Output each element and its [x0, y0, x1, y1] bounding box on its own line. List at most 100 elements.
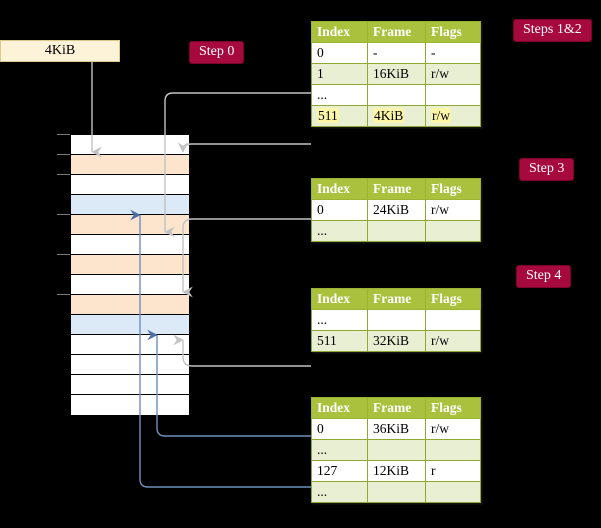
table-header-row: Index Frame Flags: [311, 178, 481, 200]
memory-frame-row: [71, 215, 189, 235]
memory-frame-row: [71, 395, 189, 415]
column-header-index: Index: [311, 397, 368, 419]
cell-index: 127: [311, 460, 368, 482]
memory-tick-mark: [57, 254, 70, 255]
column-header-flags: Flags: [425, 21, 481, 43]
column-header-index: Index: [311, 288, 368, 310]
memory-frame-row: [71, 255, 189, 275]
table-row: ...: [311, 220, 481, 242]
memory-frame-row: [71, 295, 189, 315]
cell-frame: 36KiB: [367, 418, 426, 440]
badge-steps-1-2: Steps 1&2: [513, 19, 592, 42]
memory-frame-row: [71, 335, 189, 355]
cell-flags: [425, 220, 481, 242]
wire-level4-511-to-frame: [182, 143, 311, 158]
cell-frame: [367, 481, 426, 503]
cell-index: 511: [311, 330, 368, 352]
highlighted-value: 511: [317, 108, 339, 123]
physical-memory-column: [70, 134, 190, 415]
cell-flags: r/w: [425, 199, 481, 221]
cell-index: ...: [311, 309, 368, 331]
table-row: 0--: [311, 42, 481, 64]
column-header-flags: Flags: [425, 397, 481, 419]
memory-size-text: 4KiB: [44, 43, 76, 58]
memory-frame-row: [71, 155, 189, 175]
memory-frame-row: [71, 235, 189, 255]
cell-index: ...: [311, 439, 368, 461]
column-header-frame: Frame: [367, 21, 426, 43]
column-header-frame: Frame: [367, 178, 426, 200]
cell-index: 0: [311, 42, 368, 64]
cell-index: ...: [311, 84, 368, 106]
cell-flags: -: [425, 42, 481, 64]
table-header-row: Index Frame Flags: [311, 288, 481, 310]
cell-frame: -: [367, 42, 426, 64]
table-row: ...: [311, 84, 481, 106]
cell-frame: 12KiB: [367, 460, 426, 482]
column-header-frame: Frame: [367, 288, 426, 310]
wire-level2-to-frame: [173, 334, 311, 367]
memory-frame-row: [71, 195, 189, 215]
cell-index: 511: [311, 105, 368, 127]
cell-flags: [425, 481, 481, 503]
cell-frame: 16KiB: [367, 63, 426, 85]
memory-frame-row: [71, 135, 189, 155]
cell-frame: [367, 439, 426, 461]
cell-frame: [367, 84, 426, 106]
cell-frame: 4KiB: [367, 105, 426, 127]
cell-index: ...: [311, 481, 368, 503]
cell-index: ...: [311, 220, 368, 242]
wire-level3-to-frame: [182, 218, 311, 298]
cell-flags: r/w: [425, 330, 481, 352]
memory-tick-mark: [57, 294, 70, 295]
column-header-flags: Flags: [425, 178, 481, 200]
cell-flags: r/w: [425, 105, 481, 127]
column-header-frame: Frame: [367, 397, 426, 419]
cell-frame: [367, 220, 426, 242]
cell-flags: r: [425, 460, 481, 482]
highlighted-value: 4KiB: [373, 108, 405, 123]
cell-index: 1: [311, 63, 368, 85]
cell-index: 0: [311, 199, 368, 221]
badge-step-3: Step 3: [519, 158, 575, 181]
column-header-flags: Flags: [425, 288, 481, 310]
badge-step-4: Step 4: [516, 265, 572, 288]
cell-flags: [425, 439, 481, 461]
badge-step-0: Step 0: [189, 41, 245, 64]
memory-tick-mark: [57, 154, 70, 155]
cell-index: 0: [311, 418, 368, 440]
cell-flags: [425, 309, 481, 331]
cell-flags: r/w: [425, 418, 481, 440]
memory-frame-row: [71, 355, 189, 375]
cell-flags: r/w: [425, 63, 481, 85]
table-row: 511 4KiB r/w: [311, 105, 481, 127]
table-row: ...: [311, 439, 481, 461]
column-header-index: Index: [311, 178, 368, 200]
highlighted-value: r/w: [431, 108, 451, 123]
memory-frame-row: [71, 375, 189, 395]
cell-frame: [367, 309, 426, 331]
memory-frame-row: [71, 275, 189, 295]
memory-tick-mark: [57, 174, 70, 175]
table-row: ...: [311, 309, 481, 331]
table-header-row: Index Frame Flags: [311, 21, 481, 43]
cell-flags: [425, 84, 481, 106]
cell-frame: 24KiB: [367, 199, 426, 221]
memory-size-label: 4KiB: [0, 40, 120, 62]
column-header-index: Index: [311, 21, 368, 43]
table-row: ...: [311, 481, 481, 503]
memory-tick-mark: [57, 214, 70, 215]
table-header-row: Index Frame Flags: [311, 397, 481, 419]
cell-frame: 32KiB: [367, 330, 426, 352]
memory-tick-mark: [57, 134, 70, 135]
